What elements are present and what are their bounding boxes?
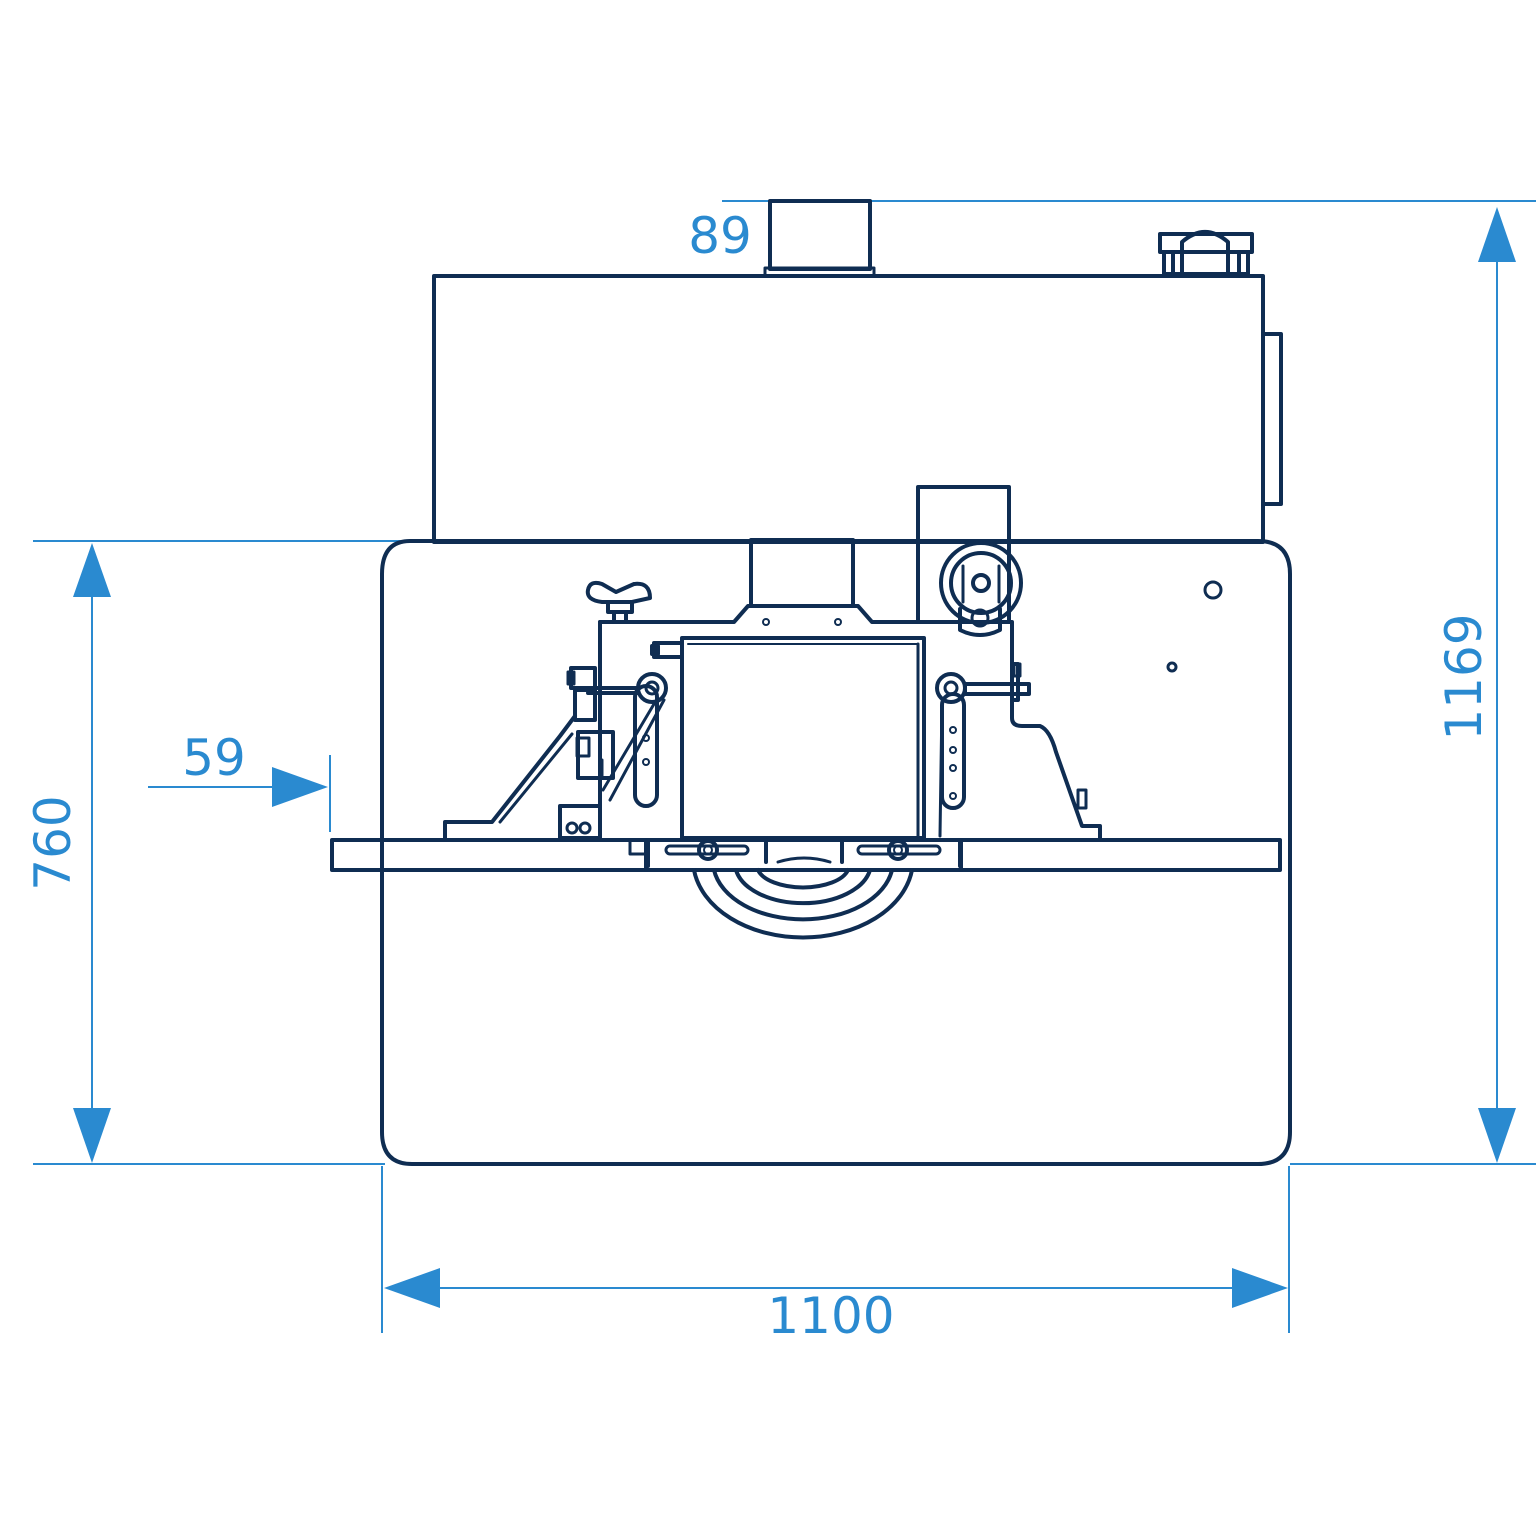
dim-label-59: 59 [182,729,246,787]
dimension-arrows [73,207,1516,1308]
cutter-guard [680,636,926,840]
dim-label-1100: 1100 [767,1287,894,1345]
top-fitting [1158,230,1254,276]
handwheel [939,541,1023,637]
arrow-down-1169 [1478,1108,1516,1163]
machine-outline [330,199,1292,1166]
cabinet-hole-small [1166,661,1178,673]
cabinet-hole-large [1203,580,1223,600]
arrow-up-760 [73,543,111,597]
top-housing [432,274,1265,544]
dust-pipe-flange [763,266,876,278]
dimension-lines [33,200,1536,1333]
work-table [330,838,1282,872]
table-insert-left [646,838,768,868]
spindle-hood-pipe [749,538,855,608]
fence-slide-right [935,672,1031,838]
arrow-right-1100 [1232,1268,1288,1308]
arrow-right-59 [272,767,328,807]
hood-bolt-right [834,618,842,626]
main-cabinet [380,539,1292,1166]
right-bracket [1010,662,1102,842]
star-knob [585,580,652,624]
hood-bolt-left [762,618,770,626]
dimension-labels: 89 59 1100 760 1169 [24,207,1493,1345]
arrow-down-760 [73,1108,111,1163]
dim-label-1169: 1169 [1435,613,1493,740]
spindle-rings [692,856,914,940]
table-insert-right [840,838,962,868]
arrow-up-1169 [1478,207,1516,262]
arrow-left-1100 [384,1268,440,1308]
dust-pipe-top [768,199,872,271]
spindle-hood-body [598,604,1014,702]
dim-label-89: 89 [688,207,752,265]
dim-label-760: 760 [24,795,82,890]
side-panel [1261,332,1283,506]
